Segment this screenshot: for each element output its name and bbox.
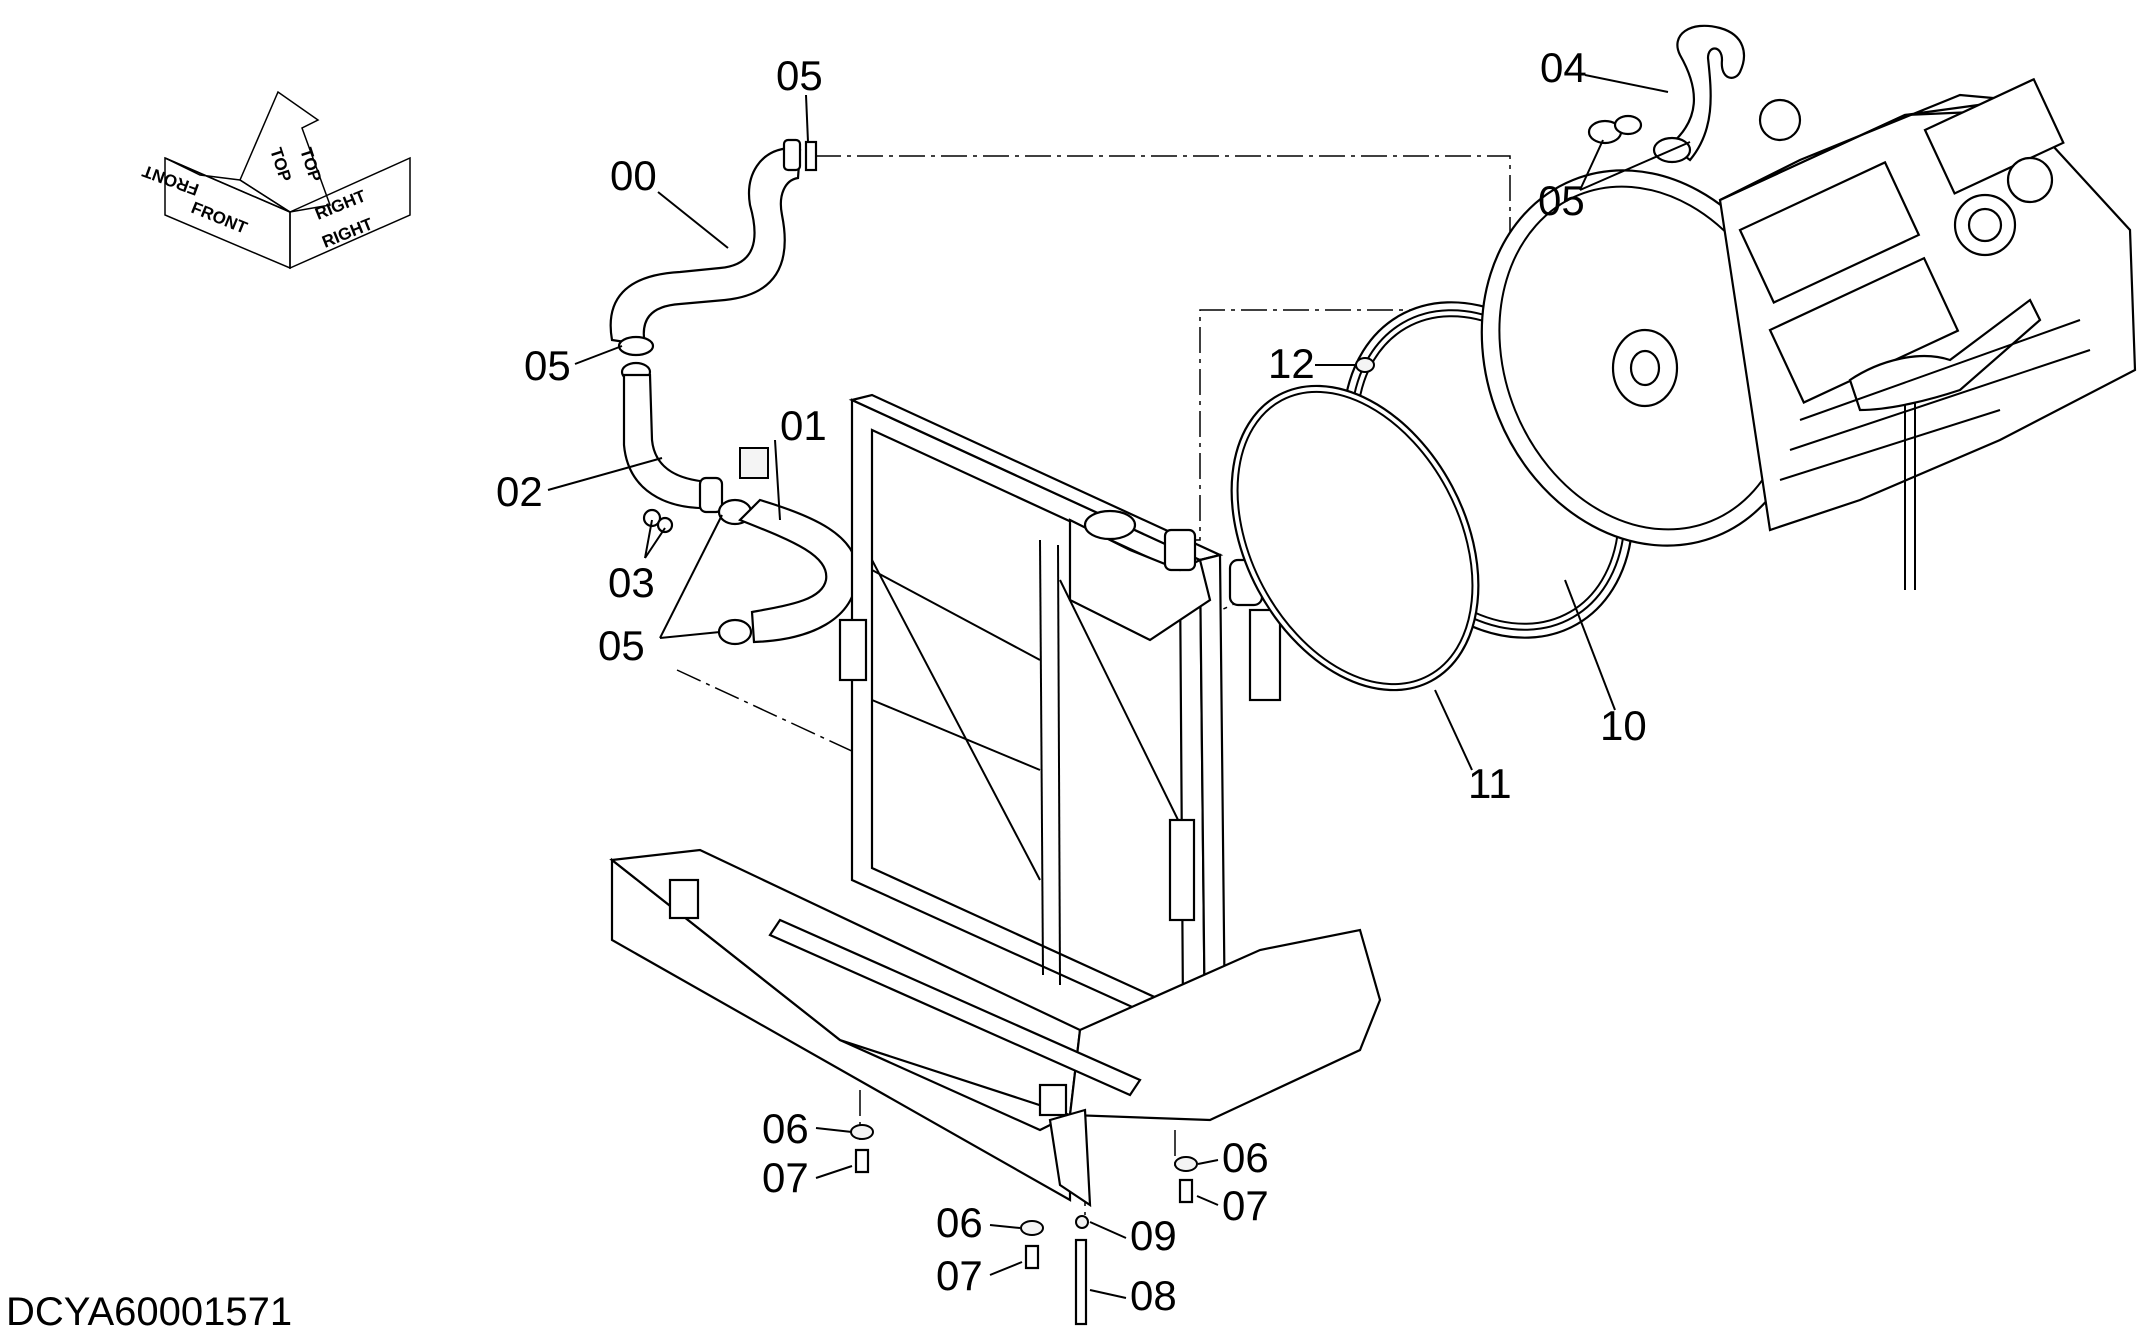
leader-lines: [547, 74, 1691, 1299]
callout-07-right: 07: [1222, 1182, 1269, 1229]
callout-03: 03: [608, 559, 655, 606]
callout-07-center: 07: [936, 1252, 983, 1299]
callout-00: 00: [610, 152, 657, 199]
engine-assembly: [1480, 77, 2137, 590]
callout-07-left: 07: [762, 1154, 809, 1201]
callout-02: 02: [496, 468, 543, 515]
drawing-code: DCYA60001571: [6, 1290, 292, 1334]
callout-10: 10: [1600, 702, 1647, 749]
callout-05-lower-clamps: 05: [598, 622, 645, 669]
callout-12: 12: [1268, 340, 1315, 387]
callout-06-center: 06: [936, 1199, 983, 1246]
radiator-assembly: [838, 393, 1282, 1042]
callout-05-upper-clamp: 05: [524, 342, 571, 389]
callout-05-top: 05: [776, 52, 823, 99]
callout-05-engine: 05: [1538, 177, 1585, 224]
front-label: FRONT: [189, 198, 251, 238]
callout-01: 01: [780, 402, 827, 449]
base-frame: [609, 848, 1382, 1208]
callout-labels: 00 01 02 03 04 05 05 05 05 06 06 06 07 0…: [496, 44, 1647, 1319]
seal-ring-11: [1230, 384, 1480, 692]
upper-hose-00: [609, 138, 818, 347]
callout-11: 11: [1468, 760, 1512, 807]
top-label: TOP: [266, 145, 295, 184]
orientation-indicator: FRONT FRONT TOP TOP RIGHT RIGHT: [139, 90, 411, 270]
callout-06-right: 06: [1222, 1134, 1269, 1181]
front-label-mirror: FRONT: [139, 161, 201, 199]
callout-08: 08: [1130, 1272, 1177, 1319]
lower-tube-02: [622, 373, 769, 534]
callout-06-left: 06: [762, 1105, 809, 1152]
top-label-mirror: TOP: [296, 145, 325, 184]
engine-hose-04: [1587, 24, 1746, 164]
callout-09: 09: [1130, 1212, 1177, 1259]
radiator-hose-01: [717, 498, 859, 646]
callout-04: 04: [1540, 44, 1587, 91]
